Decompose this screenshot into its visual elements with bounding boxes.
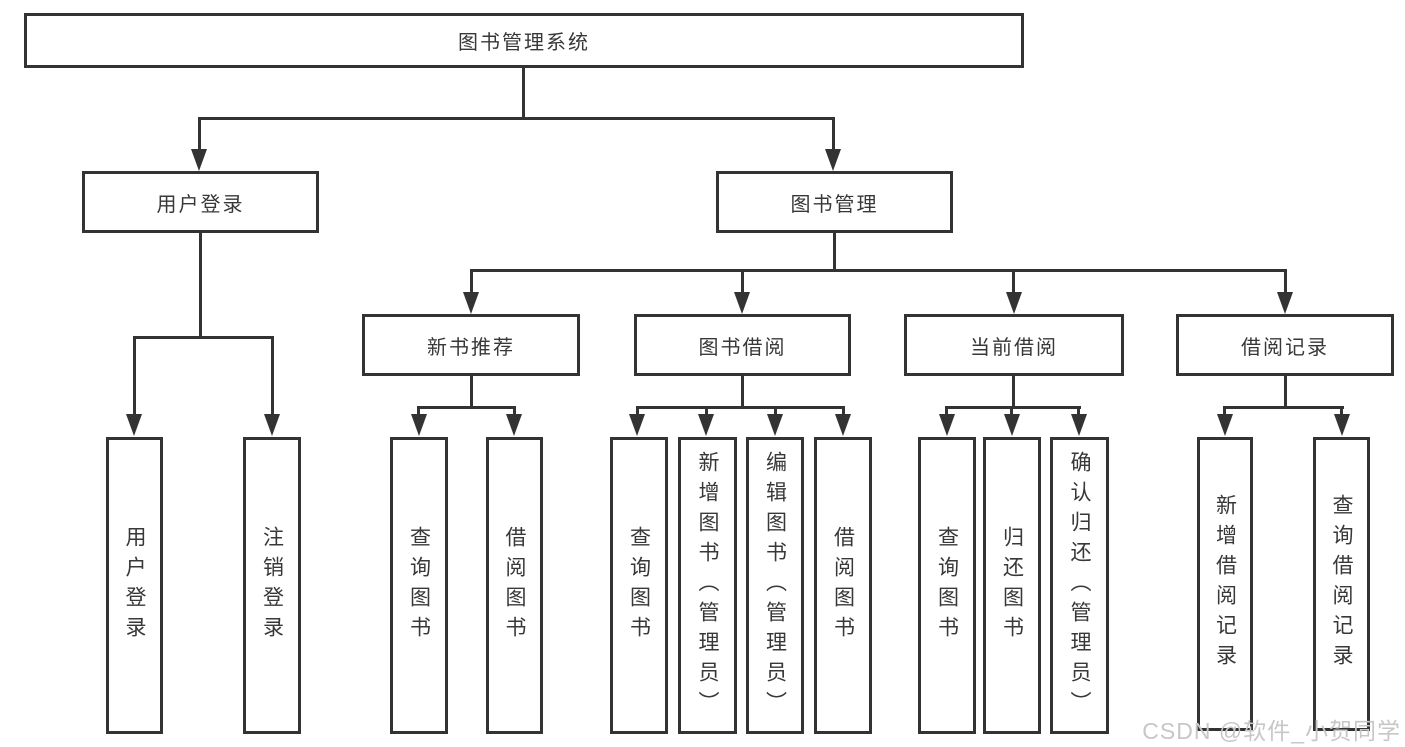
node-book-borrowing: 图书借阅 [634, 314, 851, 376]
arrow-down-icon [1277, 292, 1293, 314]
arrow-down-icon [1071, 414, 1087, 436]
connector-stub [945, 406, 948, 416]
connector-h-line [636, 406, 845, 409]
arrow-down-icon [939, 414, 955, 436]
leaf-query-books: 查询图书 [610, 437, 668, 734]
connector-h-line [945, 406, 1081, 409]
leaf-query-books: 查询图书 [918, 437, 976, 734]
connector-stub [133, 336, 136, 414]
arrow-down-icon [191, 149, 207, 171]
connector-stub [198, 117, 201, 150]
connector-v-line [741, 376, 744, 406]
arrow-down-icon [825, 149, 841, 171]
leaf-return-books: 归还图书 [983, 437, 1041, 734]
arrow-down-icon [1217, 414, 1233, 436]
arrow-down-icon [767, 414, 783, 436]
connector-v-line [470, 376, 473, 406]
connector-stub [842, 406, 845, 416]
node-borrowing-records: 借阅记录 [1176, 314, 1394, 376]
leaf-confirm-return-admin: 确认归还（管理员） [1050, 437, 1109, 734]
leaf-borrow-books: 借阅图书 [486, 437, 543, 734]
arrow-down-icon [734, 292, 750, 314]
connector-user-login-v-line [199, 233, 202, 336]
connector-stub [271, 336, 274, 414]
connector-book-mgmt-h-line [470, 269, 1287, 272]
leaf-borrow-books: 借阅图书 [814, 437, 872, 734]
connector-stub [1077, 406, 1080, 416]
connector-stub [1284, 269, 1287, 293]
node-book-management: 图书管理 [716, 171, 953, 233]
connector-stub [1340, 406, 1343, 416]
connector-stub [705, 406, 708, 416]
arrow-down-icon [264, 414, 280, 436]
leaf-query-books: 查询图书 [390, 437, 448, 734]
connector-stub [832, 117, 835, 150]
connector-book-mgmt-v-line [833, 233, 836, 269]
arrow-down-icon [1004, 414, 1020, 436]
leaf-edit-book-admin: 编辑图书（管理员） [746, 437, 804, 734]
node-library-management-system: 图书管理系统 [24, 13, 1024, 68]
leaf-add-borrow-record: 新增借阅记录 [1197, 437, 1253, 731]
arrow-down-icon [463, 292, 479, 314]
connector-stub [1223, 406, 1226, 416]
arrow-down-icon [1006, 292, 1022, 314]
arrow-down-icon [698, 414, 714, 436]
connector-stub [513, 406, 516, 416]
connector-h-line [1223, 406, 1344, 409]
connector-h-line [417, 406, 516, 409]
connector-stub [1010, 406, 1013, 416]
connector-user-login-h-line [133, 336, 274, 339]
connector-stub [774, 406, 777, 416]
connector-stub [741, 269, 744, 293]
arrow-down-icon [1334, 414, 1350, 436]
leaf-user-login: 用户登录 [106, 437, 163, 734]
leaf-logout-login: 注销登录 [243, 437, 301, 734]
connector-stub [1012, 269, 1015, 293]
connector-stub [417, 406, 420, 416]
node-new-book-recommendation: 新书推荐 [362, 314, 580, 376]
node-current-borrowing: 当前借阅 [904, 314, 1124, 376]
arrow-down-icon [126, 414, 142, 436]
arrow-down-icon [629, 414, 645, 436]
connector-root-h-line [198, 117, 835, 120]
connector-v-line [1284, 376, 1287, 406]
node-user-login: 用户登录 [82, 171, 319, 233]
arrow-down-icon [835, 414, 851, 436]
watermark: CSDN @软件_小贺同学 [1142, 718, 1401, 744]
connector-stub [470, 269, 473, 293]
leaf-query-borrow-record: 查询借阅记录 [1313, 437, 1370, 731]
arrow-down-icon [506, 414, 522, 436]
connector-stub [636, 406, 639, 416]
arrow-down-icon [411, 414, 427, 436]
leaf-add-book-admin: 新增图书（管理员） [678, 437, 737, 734]
connector-root-v-line [522, 68, 525, 117]
connector-v-line [1012, 376, 1015, 406]
